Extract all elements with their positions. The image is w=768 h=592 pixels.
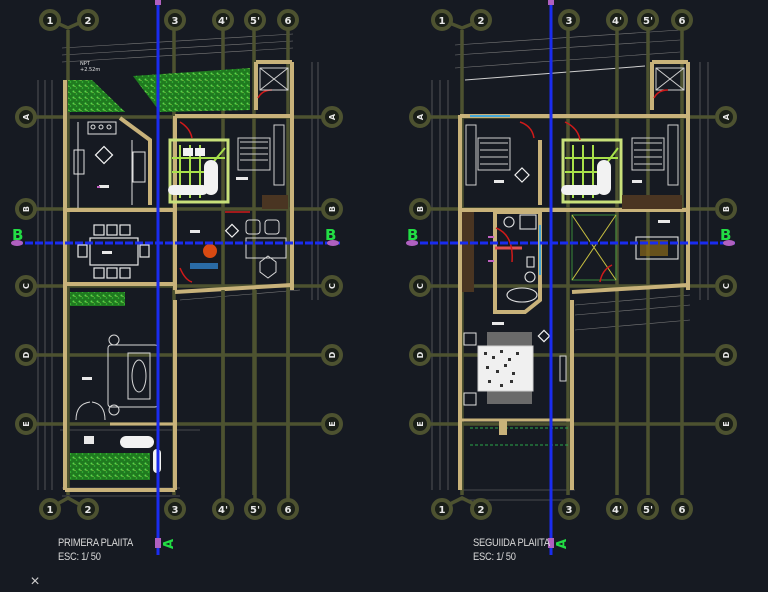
- svg-text:1: 1: [47, 505, 54, 516]
- svg-text:C: C: [722, 283, 731, 289]
- axis-6: 6: [285, 16, 292, 27]
- bedroom-furniture: [237, 124, 285, 186]
- plan-title-segunda-scale: ESC: 1/ 50: [473, 551, 516, 563]
- svg-text:4': 4': [612, 505, 622, 516]
- walls: [63, 60, 294, 492]
- row-axis-bubbles: A B C D E A B C D E: [15, 106, 343, 435]
- section-mark-b-right: B: [325, 226, 336, 244]
- plan-title-segunda-name: SEGUIIDA PLAIITA: [473, 537, 550, 549]
- svg-text:5': 5': [643, 505, 653, 516]
- room-tags-2: [488, 167, 670, 343]
- stair-treads: [168, 148, 218, 195]
- plan-title-primera: PRIMERA PLAIITA ESC: 1/ 50: [58, 536, 133, 564]
- master-bed: [463, 332, 567, 406]
- closet-3: [622, 195, 682, 209]
- stair-treads-2: [561, 160, 611, 195]
- section-mark-b-right-2: B: [720, 226, 731, 244]
- axis-3: 3: [172, 16, 179, 27]
- row-axis-bubbles-2: A B C D E A B C D E: [409, 106, 737, 435]
- svg-text:5': 5': [643, 16, 653, 27]
- dining-table: [77, 224, 150, 279]
- svg-text:D: D: [722, 351, 731, 358]
- svg-text:B: B: [22, 206, 31, 212]
- bedroom-furniture-2: [465, 124, 679, 186]
- door-swings: [179, 89, 273, 283]
- room-tags: [82, 145, 248, 444]
- closet: [262, 195, 288, 209]
- elevator-x-1: [259, 67, 289, 91]
- plan-primera-planta: B B A NPT +2.52m 1 2 3 4' 5' 6: [11, 0, 343, 555]
- svg-text:2: 2: [85, 505, 92, 516]
- svg-text:D: D: [22, 351, 31, 358]
- svg-text:C: C: [416, 283, 425, 289]
- svg-text:D: D: [328, 351, 337, 358]
- bathroom-fixtures: [503, 214, 679, 303]
- column-axis-bubbles-bottom: 1 2 3 4' 5' 6: [39, 290, 299, 520]
- svg-text:4': 4': [218, 505, 228, 516]
- svg-text:A: A: [722, 113, 731, 120]
- column-axis-bubbles-top-2: 1 2 3 4' 5' 6: [431, 9, 693, 31]
- axis-2: 2: [85, 16, 92, 27]
- axis-4p: 4': [218, 16, 228, 27]
- svg-text:2: 2: [478, 16, 485, 27]
- svg-text:3: 3: [566, 16, 573, 27]
- level-label: NPT: [80, 61, 91, 67]
- svg-text:D: D: [416, 351, 425, 358]
- svg-text:A: A: [328, 113, 337, 120]
- svg-text:B: B: [416, 206, 425, 212]
- axis-1: 1: [47, 16, 54, 27]
- svg-text:E: E: [722, 421, 731, 426]
- svg-text:E: E: [328, 421, 337, 426]
- fireplace: [203, 244, 217, 258]
- column-axis-bubbles-bottom-2: 1 2 3 4' 5' 6: [431, 498, 693, 520]
- svg-text:2: 2: [478, 505, 485, 516]
- section-mark-a-bottom: A: [162, 539, 177, 549]
- svg-text:4': 4': [612, 16, 622, 27]
- svg-text:5': 5': [250, 505, 260, 516]
- svg-text:6: 6: [285, 505, 292, 516]
- garden-planters: [68, 68, 250, 480]
- svg-text:6: 6: [679, 16, 686, 27]
- section-lines: [11, 0, 340, 555]
- svg-text:6: 6: [679, 505, 686, 516]
- svg-text:A: A: [22, 113, 31, 120]
- section-mark-a-bottom-2: A: [555, 539, 570, 549]
- section-mark-b-left-2: B: [407, 226, 418, 244]
- svg-text:1: 1: [439, 505, 446, 516]
- svg-text:A: A: [416, 113, 425, 120]
- section-lines-2: [406, 0, 735, 555]
- svg-text:E: E: [22, 421, 31, 426]
- ucs-icon: ×: [30, 573, 40, 590]
- void-x: [571, 214, 617, 281]
- svg-text:C: C: [22, 283, 31, 289]
- kitchen-furniture: [73, 121, 146, 208]
- axis-5p: 5': [250, 16, 260, 27]
- level-value: +2.52m: [80, 67, 100, 73]
- plan-title-segunda: SEGUIIDA PLAIITA ESC: 1/ 50: [473, 536, 550, 564]
- plan-title-primera-name: PRIMERA PLAIITA: [58, 537, 133, 549]
- closet-2: [462, 212, 474, 292]
- svg-text:1: 1: [439, 16, 446, 27]
- counter-basin: [190, 263, 218, 269]
- svg-text:B: B: [722, 206, 731, 212]
- svg-text:B: B: [328, 206, 337, 212]
- svg-text:3: 3: [172, 505, 179, 516]
- svg-text:C: C: [328, 283, 337, 289]
- elevator-x: [655, 67, 685, 91]
- svg-text:3: 3: [566, 505, 573, 516]
- section-mark-b-left: B: [12, 226, 23, 244]
- plan-segunda-planta: B B A 1 2 3 4' 5' 6 1 2: [259, 0, 737, 555]
- column-axis-bubbles-top: 1 2 3 4' 5' 6: [39, 9, 299, 31]
- column: [499, 421, 507, 435]
- plan-title-primera-scale: ESC: 1/ 50: [58, 551, 101, 563]
- svg-text:E: E: [416, 421, 425, 426]
- door-swings-2: [495, 89, 669, 283]
